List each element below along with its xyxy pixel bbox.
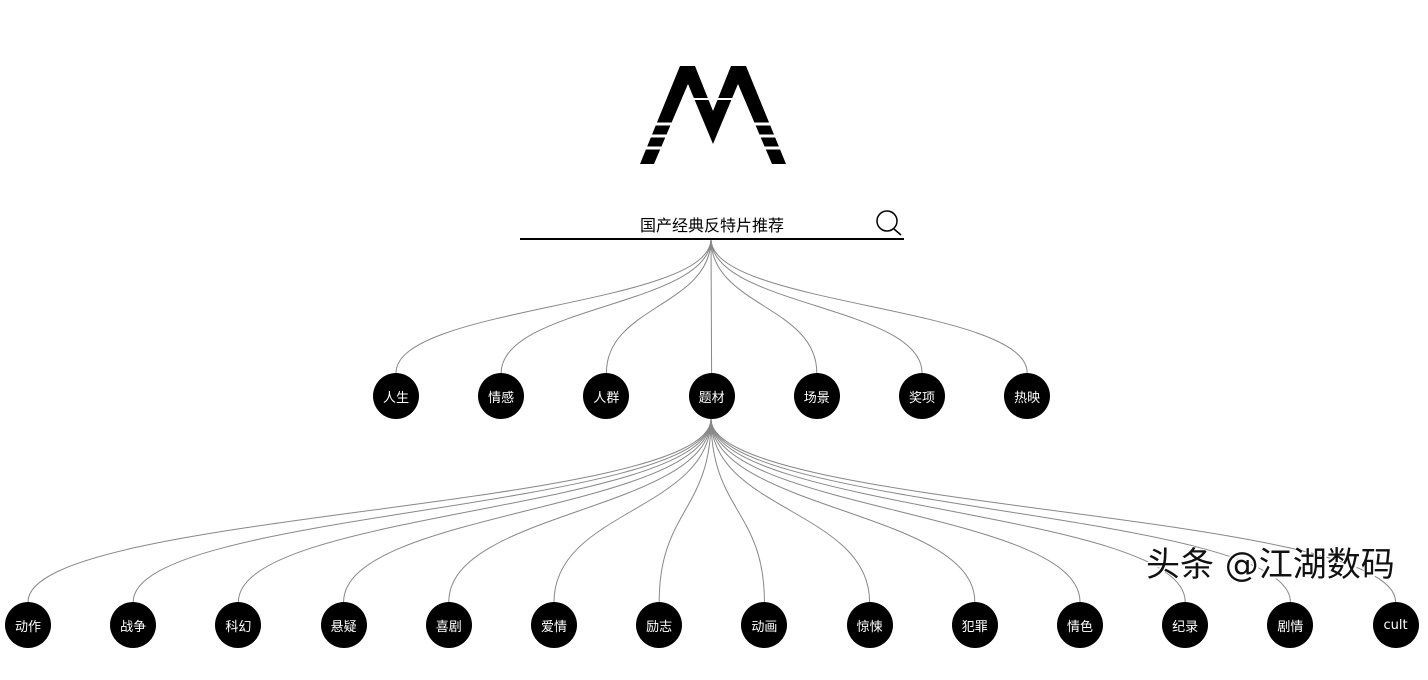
tree-link [448,418,712,603]
subcategory-node[interactable]: 爱情 [531,602,577,648]
tree-link [710,238,1028,374]
tree-link [605,238,712,374]
subcategory-node[interactable]: 动画 [741,602,788,648]
subcategory-node[interactable]: 纪录 [1162,602,1209,648]
subcategory-node[interactable]: 喜剧 [425,602,472,648]
category-node[interactable]: 热映 [1004,373,1051,419]
subcategory-node[interactable]: 犯罪 [951,602,998,648]
tree-link [710,238,713,374]
tree-link [500,238,712,374]
tree-link [132,418,712,603]
search-icon[interactable] [876,210,902,236]
subcategory-node[interactable]: 惊悚 [846,602,893,648]
logo [640,66,786,164]
tree-link [237,418,712,603]
subcategory-node[interactable]: 情色 [1057,602,1103,648]
tree-link [710,418,976,603]
tree-link [395,238,712,374]
tree-link [710,238,923,374]
subcategory-node[interactable]: 剧情 [1267,602,1314,648]
subcategory-node[interactable]: cult [1372,602,1419,648]
category-node[interactable]: 奖项 [899,373,945,419]
tree-link [658,418,712,603]
tree-link [553,418,712,603]
tree-link [710,418,1186,603]
subcategory-node[interactable]: 悬疑 [320,602,367,648]
search-input[interactable]: 国产经典反特片推荐 [520,206,904,240]
tree-link [710,418,765,603]
tree-link [27,418,712,603]
tree-link [710,238,818,374]
subcategory-node[interactable]: 励志 [636,602,683,648]
tree-link [343,418,712,603]
category-node[interactable]: 人生 [373,373,419,419]
subcategory-node[interactable]: 科幻 [215,602,262,648]
category-node[interactable]: 人群 [583,373,630,419]
search-query[interactable]: 国产经典反特片推荐 [639,216,784,235]
tree-link [710,418,1397,603]
category-node[interactable]: 情感 [478,373,525,419]
subcategory-node[interactable]: 动作 [5,602,51,648]
tree-link [710,418,871,603]
category-node[interactable]: 题材 [688,373,735,419]
subcategory-node[interactable]: 战争 [110,602,157,648]
category-node[interactable]: 场景 [793,373,840,419]
tree-link [710,418,1291,603]
tree-link [710,418,1081,603]
